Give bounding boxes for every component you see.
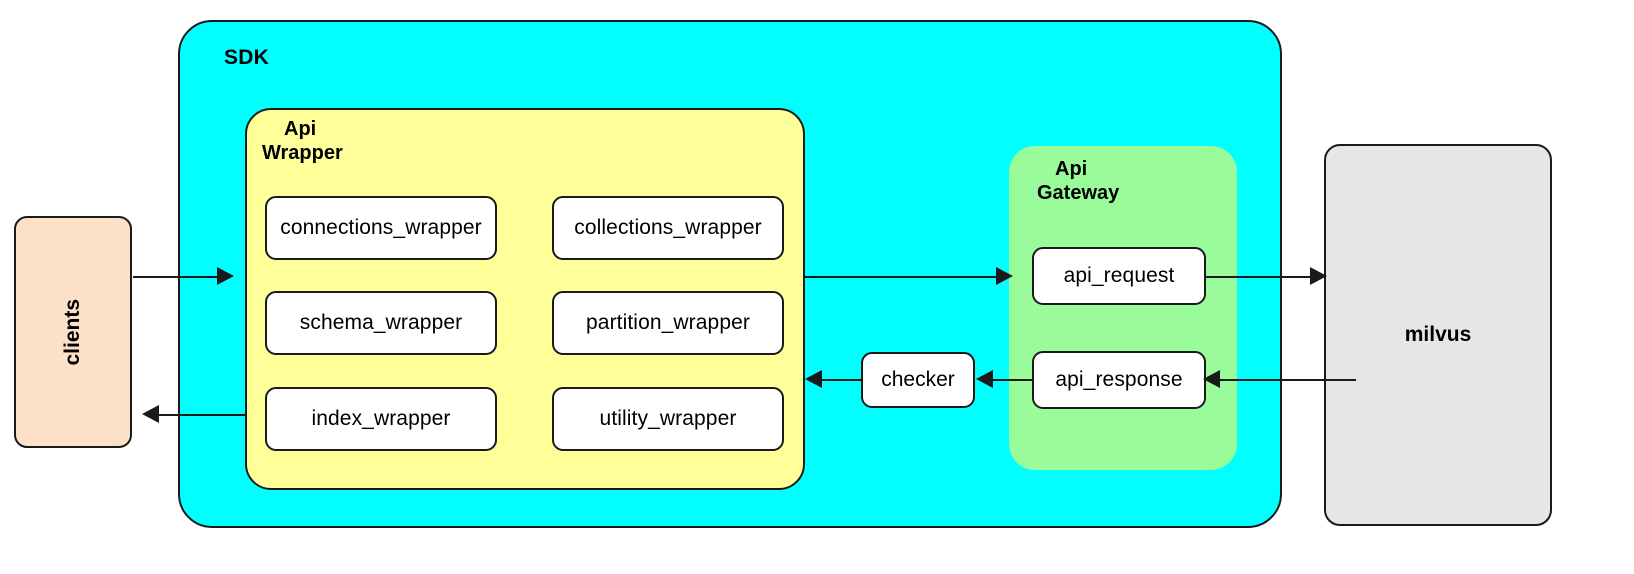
node-collections-wrapper-label: collections_wrapper <box>574 216 762 239</box>
container-api-gateway-label-line1: Api <box>1055 158 1088 180</box>
container-api-wrapper-label-line2: Wrapper <box>262 141 343 164</box>
arrow-shaft <box>1214 379 1356 381</box>
node-connections-wrapper-label: connections_wrapper <box>280 216 482 239</box>
arrow-head-icon <box>996 267 1013 285</box>
arrow-head-icon <box>1310 267 1327 285</box>
container-api-gateway-label: Api Gateway <box>1037 158 1195 205</box>
arrow-shaft <box>133 276 223 278</box>
arrow-head-icon <box>142 405 159 423</box>
node-index-wrapper-label: index_wrapper <box>311 407 451 430</box>
container-sdk-label: SDK <box>224 46 269 69</box>
arrow-head-icon <box>1203 370 1220 388</box>
node-utility-wrapper[interactable]: utility_wrapper <box>552 387 784 451</box>
container-api-wrapper-label-line1: Api <box>284 118 317 140</box>
node-api-response-label: api_response <box>1055 368 1183 391</box>
arrow-shaft <box>1206 276 1316 278</box>
arrow-shaft <box>987 379 1033 381</box>
arrow-clients-to-api-wrapper <box>133 266 234 286</box>
arrow-milvus-to-api-response <box>1203 369 1356 389</box>
container-api-wrapper-label: Api Wrapper <box>262 118 414 165</box>
arrow-head-icon <box>217 267 234 285</box>
node-milvus[interactable]: milvus <box>1324 144 1552 526</box>
node-connections-wrapper[interactable]: connections_wrapper <box>265 196 497 260</box>
node-checker-label: checker <box>881 368 955 391</box>
node-partition-wrapper-label: partition_wrapper <box>586 311 750 334</box>
node-checker[interactable]: checker <box>861 352 975 408</box>
arrow-head-icon <box>805 370 822 388</box>
arrow-api-request-to-milvus <box>1206 266 1327 286</box>
container-api-gateway[interactable]: Api Gateway <box>1009 146 1237 470</box>
node-api-request[interactable]: api_request <box>1032 247 1206 305</box>
node-clients[interactable]: clients <box>14 216 132 448</box>
arrow-shaft <box>816 379 862 381</box>
node-api-request-label: api_request <box>1063 264 1175 287</box>
container-api-gateway-label-line2: Gateway <box>1037 181 1120 204</box>
node-schema-wrapper-label: schema_wrapper <box>299 311 463 334</box>
arrow-shaft <box>805 276 1002 278</box>
arrow-shaft <box>153 414 247 416</box>
arrow-api-response-to-checker <box>976 369 1033 389</box>
node-clients-label: clients <box>61 298 84 366</box>
node-utility-wrapper-label: utility_wrapper <box>599 407 737 430</box>
node-partition-wrapper[interactable]: partition_wrapper <box>552 291 784 355</box>
arrow-api-wrapper-to-clients <box>142 404 247 424</box>
node-index-wrapper[interactable]: index_wrapper <box>265 387 497 451</box>
arrow-head-icon <box>976 370 993 388</box>
node-api-response[interactable]: api_response <box>1032 351 1206 409</box>
node-schema-wrapper[interactable]: schema_wrapper <box>265 291 497 355</box>
arrow-api-wrapper-to-api-request <box>805 266 1013 286</box>
node-milvus-label: milvus <box>1404 323 1472 346</box>
node-collections-wrapper[interactable]: collections_wrapper <box>552 196 784 260</box>
arrow-checker-to-api-wrapper <box>805 369 862 389</box>
